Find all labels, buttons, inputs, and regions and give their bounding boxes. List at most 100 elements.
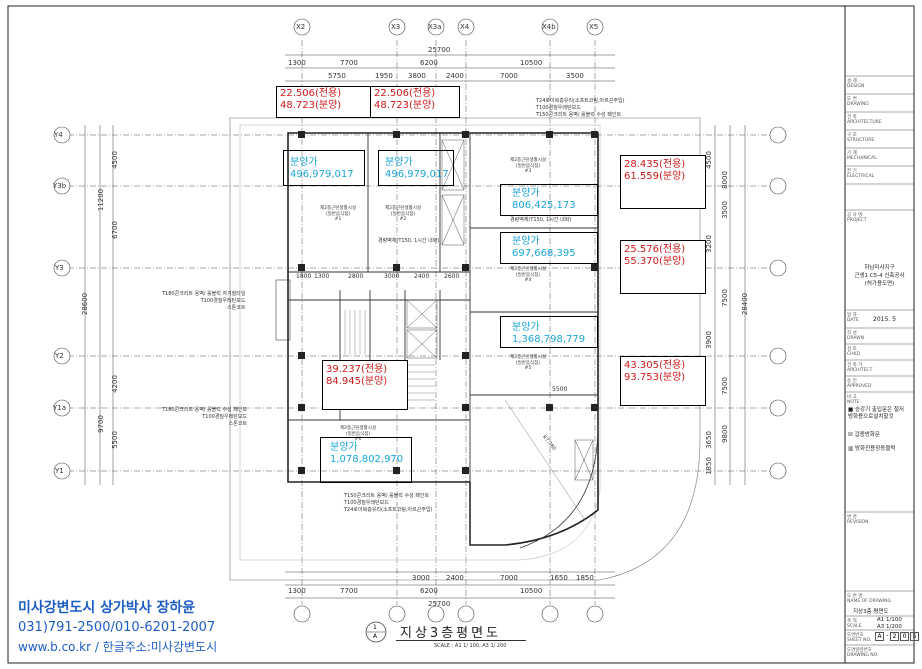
dim-right: 3200 xyxy=(704,235,713,253)
dim-mid: 2800 xyxy=(348,273,364,280)
grid-label-y3: Y3 xyxy=(55,264,64,272)
drawing-title-symbol-bottom: A xyxy=(373,633,378,640)
wall-note-mid2: 경량벽체(T150, 1시간 내화) xyxy=(510,217,572,223)
drawing-title: 지상3층평면도 xyxy=(400,626,502,641)
area-box-6: 43.305(전용)93.753(분양) xyxy=(620,356,706,406)
tb-drawing-name: 지상3층 평면도 xyxy=(853,609,889,615)
tb-date-value: 2015. 5 xyxy=(873,316,896,323)
dim-top: 7000 xyxy=(500,72,518,80)
dim-right: 3900 xyxy=(704,331,713,349)
room-label-5: 제2종근린생활시설(일반음식점)#5 xyxy=(510,355,546,371)
dim-mid: 3000 xyxy=(384,273,400,280)
drawing-title-underline xyxy=(396,640,526,641)
area-box-2: 22.506(전용)48.723(분양) xyxy=(370,86,460,118)
dim-top: 6200 xyxy=(420,59,438,67)
dim-bottom: 7700 xyxy=(340,587,358,595)
dim-left: 9700 xyxy=(96,415,105,433)
footer-name: 미사강변도시 상가박사 장하윤 xyxy=(18,600,196,616)
grid-label-x4: X4 xyxy=(460,23,470,31)
grid-label-x4b: X4b xyxy=(542,23,556,31)
dim-top: 5750 xyxy=(328,72,346,80)
dim-mid: 1300 xyxy=(314,273,330,280)
dim-bottom: 7000 xyxy=(500,574,518,582)
dim-left: 11200 xyxy=(97,188,106,212)
room-label-2: 제2종근린생활시설(일반음식점)#2 xyxy=(385,206,421,222)
dim-bottom: 1650 xyxy=(550,574,568,582)
tb-sheet-value: A - 2 0 5 xyxy=(875,632,919,641)
room-label-3: 제2종근린생활시설(일반음식점)#3 xyxy=(510,158,546,174)
dim-top: 7700 xyxy=(340,59,358,67)
room-label-1: 제2종근린생활시설(일반음식점)#1 xyxy=(320,206,356,222)
area-box-4: 25.576(전용)55.370(분양) xyxy=(620,240,706,294)
tb-legend-1: ☒ 갑종방화문 xyxy=(848,432,880,438)
dim-top: 1950 xyxy=(375,72,393,80)
tb-legend-2: ▥ 방화전용장동블럭 xyxy=(848,446,896,452)
price-box-3 xyxy=(500,184,598,216)
grid-label-x5: X5 xyxy=(589,23,599,31)
dim-top-overall: 25700 xyxy=(428,46,451,54)
dim-bottom: 1850 xyxy=(576,574,594,582)
dim-right: 7500 xyxy=(720,377,729,395)
dim-bottom: 3000 xyxy=(412,574,430,582)
dim-right: 9800 xyxy=(720,425,729,443)
dim-top: 2400 xyxy=(446,72,464,80)
footer-web: www.b.co.kr / 한글주소:미사강변도시 xyxy=(18,640,218,654)
grid-label-y1a: Y1a xyxy=(53,404,67,412)
dim-left: 4200 xyxy=(110,375,119,393)
drawing-title-symbol-top: 1 xyxy=(373,624,377,631)
dim-bottom: 1300 xyxy=(288,587,306,595)
price-box-6 xyxy=(320,437,412,483)
dim-bottom: 10500 xyxy=(520,587,543,595)
drawing-scale: SCALE : A1 1/ 100, A3 1/ 200 xyxy=(434,643,507,649)
dim-bottom: 6200 xyxy=(420,587,438,595)
grid-label-y3b: Y3b xyxy=(53,182,67,190)
dim-mid: 2600 xyxy=(444,273,460,280)
drawing-title-symbol xyxy=(365,621,387,643)
grid-label-y4: Y4 xyxy=(54,131,63,139)
wall-note-mid1: 경량벽체(T150, 1시간 내화) xyxy=(378,238,440,244)
dim-top: 10500 xyxy=(520,59,543,67)
price-box-1 xyxy=(283,150,365,186)
dim-top: 3800 xyxy=(408,72,426,80)
dim-left: 4500 xyxy=(110,151,119,169)
dim-top: 3500 xyxy=(566,72,584,80)
area-box-1: 22.506(전용)48.723(분양) xyxy=(276,86,374,118)
room-label-4: 제2종근린생활시설(일반음식점)#4 xyxy=(510,267,546,283)
area-box-5: 39.237(전용)84.945(분양) xyxy=(322,360,408,410)
contact-footer: 미사강변도시 상가박사 장하윤 031)791-2500/010-6201-20… xyxy=(18,597,217,655)
dim-left-overall: 28600 xyxy=(81,292,90,316)
dim-right: 3650 xyxy=(704,431,713,449)
dim-5500: 5500 xyxy=(552,386,568,393)
grid-label-y1: Y1 xyxy=(55,467,64,475)
